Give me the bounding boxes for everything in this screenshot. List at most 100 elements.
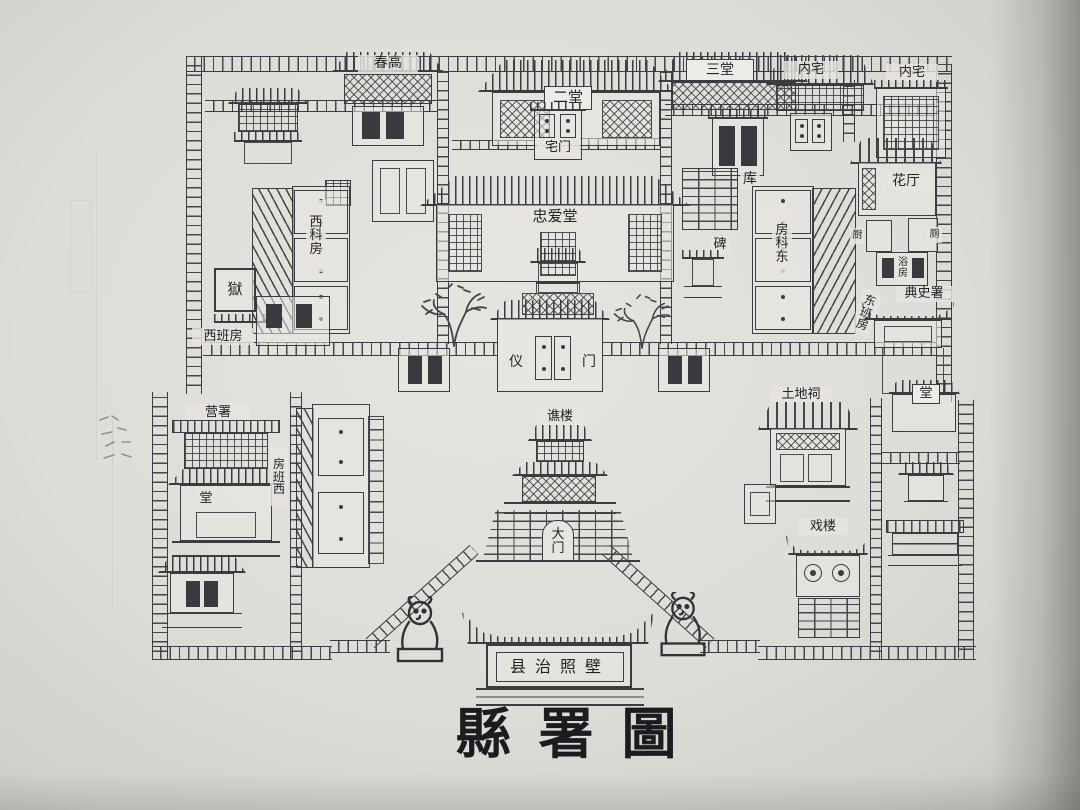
ceremonial-gate-door bbox=[554, 336, 571, 380]
stone-lion-west bbox=[396, 596, 444, 663]
zhongai-hall-window bbox=[448, 214, 482, 272]
lower-shrine-roof bbox=[158, 556, 246, 573]
drum-tower-roof bbox=[528, 425, 592, 441]
tower-mid-roof bbox=[168, 469, 284, 485]
tower-hall-label: 堂 bbox=[196, 489, 216, 508]
tower-deck bbox=[172, 541, 280, 557]
tower-mid-door bbox=[196, 512, 256, 538]
side-gate-west bbox=[398, 348, 450, 392]
page-shadow-bottom bbox=[0, 772, 1080, 810]
main-gate-label: 大 门 bbox=[551, 527, 565, 556]
annex-door bbox=[362, 112, 380, 139]
prison-wall bbox=[214, 314, 276, 323]
land-god-base bbox=[766, 486, 850, 502]
page-title: 縣署圖 bbox=[455, 701, 705, 767]
small-shrine-base bbox=[904, 501, 948, 509]
duty-room-door bbox=[266, 304, 282, 328]
service-west-label: 厨 bbox=[850, 228, 865, 244]
chungao-label: 春高 bbox=[358, 55, 418, 72]
residence-gate-door bbox=[539, 114, 555, 138]
lower-shrine-base bbox=[162, 613, 242, 628]
treasury-label: 库 bbox=[740, 170, 760, 189]
side-gate-door bbox=[668, 356, 682, 384]
altar-body bbox=[892, 533, 958, 555]
pavilion-body bbox=[538, 263, 578, 293]
opera-stage-roof bbox=[786, 535, 870, 555]
east-section-room bbox=[755, 286, 811, 330]
west-duty-lower-room bbox=[318, 492, 364, 554]
flower-hall-label: 花厅 bbox=[882, 172, 930, 191]
corner-pavilion-legs bbox=[244, 142, 292, 164]
treasury bbox=[682, 168, 738, 230]
tree-sketch-east bbox=[613, 294, 671, 350]
zhongai-hall-window bbox=[628, 214, 662, 272]
lower-shrine-door bbox=[186, 581, 200, 607]
outer-wall-west bbox=[186, 56, 202, 394]
altar-rim bbox=[886, 520, 964, 533]
stele-label: 碑 bbox=[710, 236, 730, 254]
tree-sketch-west bbox=[421, 283, 487, 347]
drum-tower-mid bbox=[522, 476, 596, 502]
screen-wall-body bbox=[486, 644, 632, 688]
service-mid-door bbox=[912, 258, 924, 278]
prison-label: 獄 bbox=[222, 280, 248, 300]
side-gate-east bbox=[658, 348, 710, 392]
screen-wall-roof bbox=[462, 612, 654, 644]
west-duty-lower-label: 房 班 西 bbox=[270, 448, 288, 506]
military-office-label: 营署 bbox=[186, 404, 250, 421]
opera-window-dot bbox=[838, 570, 844, 576]
approach-stub-east bbox=[700, 640, 760, 653]
stele-roof bbox=[682, 250, 724, 259]
dianshi-gate-door bbox=[884, 326, 932, 342]
lower-shrine-door bbox=[204, 581, 218, 607]
ceremonial-gate-label-left: 仪 bbox=[505, 350, 527, 374]
altar-base bbox=[888, 555, 962, 566]
chungao-body bbox=[344, 74, 432, 104]
side-gate-door bbox=[408, 356, 422, 384]
flower-hall-lattice bbox=[862, 168, 876, 210]
west-duty-label: 西班房 bbox=[192, 328, 254, 345]
ceremonial-gate-door bbox=[535, 336, 552, 380]
opera-window-left bbox=[804, 564, 822, 582]
ceremonial-gate-label-right: 门 bbox=[578, 350, 600, 374]
side-gate-door bbox=[428, 356, 442, 384]
dianshi-office-label: 典史署 bbox=[896, 286, 952, 302]
screen-wall-label: 县治照壁 bbox=[496, 652, 624, 682]
dianshi-gate-body bbox=[874, 320, 942, 348]
drum-tower-label: 谯楼 bbox=[536, 408, 584, 425]
small-shrine-roof bbox=[898, 462, 954, 475]
opera-window-right bbox=[832, 564, 850, 582]
side-yard-gate-door bbox=[750, 492, 770, 516]
land-god-lattice bbox=[776, 433, 840, 450]
inner-residence-body bbox=[776, 85, 864, 111]
pavilion-roof bbox=[530, 248, 586, 263]
ceremonial-gate-roof bbox=[490, 300, 610, 320]
inner-residence-door bbox=[795, 119, 808, 143]
small-shrine-body bbox=[908, 475, 944, 501]
zhongai-hall-label: 忠爱堂 bbox=[520, 207, 590, 227]
drum-tower-upper bbox=[536, 441, 584, 462]
east-hall-plaque: 堂 bbox=[912, 384, 940, 404]
storage-cabinet bbox=[372, 160, 434, 222]
service-mid-label: 浴 房 bbox=[896, 254, 910, 283]
west-duty-annex bbox=[368, 416, 384, 564]
bottom-wall-west bbox=[152, 646, 332, 660]
land-god-shrine-roof bbox=[758, 402, 858, 430]
west-section-label: 西 科 房 bbox=[306, 200, 326, 272]
lower-shrine-body bbox=[170, 573, 234, 613]
third-hall-plaque: 三堂 bbox=[686, 59, 754, 81]
duty-room-door bbox=[296, 304, 312, 328]
opera-stage-base bbox=[798, 598, 860, 638]
screen-wall-base bbox=[476, 688, 644, 706]
stone-lion-east bbox=[660, 592, 706, 657]
page-shadow-right bbox=[990, 0, 1080, 810]
residence-gate-label: 宅门 bbox=[537, 139, 579, 156]
opera-window-dot bbox=[810, 570, 816, 576]
corner-pavilion-eave bbox=[234, 132, 302, 142]
stele-base bbox=[684, 286, 722, 298]
page-bleed-box bbox=[70, 200, 92, 292]
service-east-label: 厕 bbox=[927, 227, 942, 243]
page-bleed-line bbox=[112, 420, 113, 610]
second-hall-window bbox=[602, 100, 652, 138]
inner-residence-east-label: 内宅 bbox=[886, 64, 938, 82]
